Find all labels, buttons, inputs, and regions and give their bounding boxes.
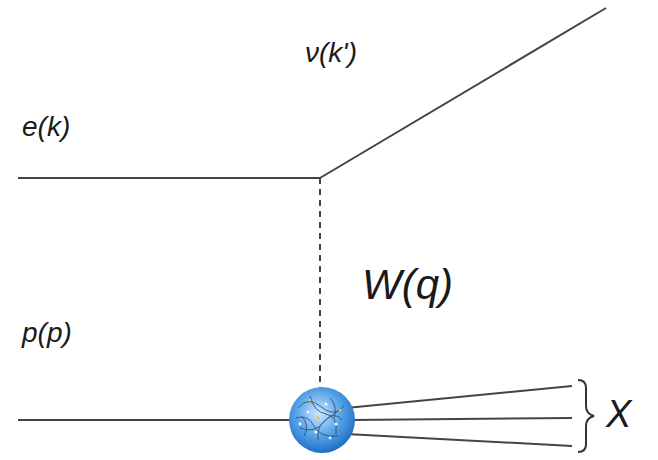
- neutrino-line: [320, 8, 606, 178]
- boson-label: W(q): [362, 262, 453, 308]
- particle-label: p(p): [22, 318, 72, 349]
- hadron-line: [346, 434, 572, 446]
- particle-label: ν(k'): [305, 38, 357, 69]
- particle-label: e(k): [22, 112, 70, 143]
- proton-blob: [289, 387, 355, 453]
- final-state-label: X: [606, 394, 631, 436]
- hadron-line: [346, 386, 572, 408]
- w-boson-line: [319, 178, 321, 392]
- bracket: [578, 380, 594, 452]
- proton-line: [18, 419, 292, 421]
- hadron-line: [352, 418, 572, 420]
- electron-line: [18, 177, 320, 179]
